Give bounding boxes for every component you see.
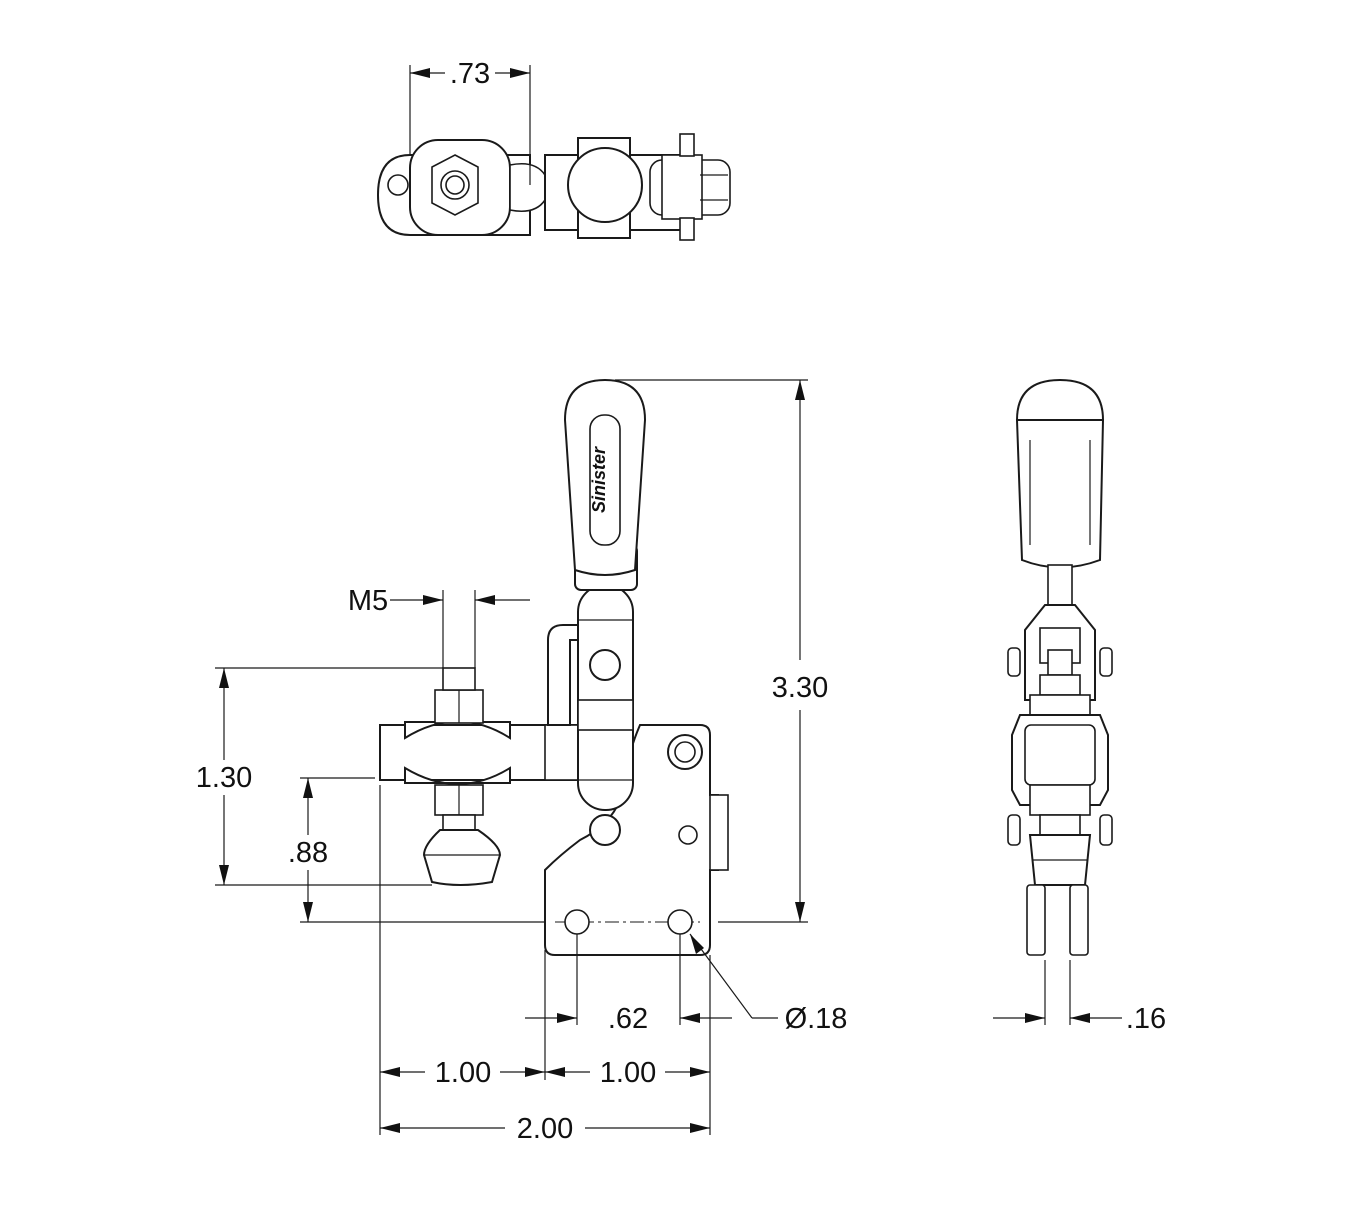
mounting-hole-left [564,909,590,935]
side-view-pin-left-lower [1007,814,1021,846]
side-view [1007,378,1113,956]
top-view-handle-knob [567,147,643,223]
front-view-handle-pin-lower [589,814,621,846]
dim-side-width: .16 [993,960,1166,1035]
front-view-arm-end [544,724,581,781]
dim-hole-spacing: .62 [525,934,732,1035]
side-view-pin-right-upper [1099,647,1113,677]
dim-side-width-label: .16 [1126,1003,1166,1035]
dim-reach-label: 1.00 [435,1057,491,1089]
dim-spindle-base: .88 [288,777,545,923]
side-view-lower-nut [1029,784,1091,816]
dim-hole-diameter-label: Ø.18 [785,1003,848,1035]
handle-logo: Sinister [589,446,609,513]
top-view-arm-hole [387,174,409,196]
top-view-pin-top [679,133,695,157]
mounting-hole-right [667,909,693,935]
top-view [376,133,731,241]
side-view-handle-top [1015,378,1105,421]
dim-base-width-label: 1.00 [600,1057,656,1089]
front-view-pivot-inner [674,741,696,763]
top-view-pin-bottom [679,217,695,241]
dim-spindle-height-label: 1.30 [196,762,252,794]
side-view-pin-left-upper [1007,647,1021,677]
dim-total-length-label: 2.00 [517,1113,573,1145]
dim-thread-label: M5 [348,585,388,617]
dim-hole-diameter: Ø.18 [689,933,848,1035]
side-view-handle-neck [1047,564,1073,606]
front-view-base [544,724,719,956]
front-view-stem-band [577,699,634,731]
front-view-spindle-bottom [442,814,476,831]
side-view-base-leg-right [1069,884,1089,956]
front-view-spindle-top [442,667,476,691]
top-view-link [509,162,546,213]
front-view-link-bar [547,624,581,726]
side-view-spindle-bottom [1039,814,1081,836]
front-view-base-tab [709,794,729,871]
front-view-handle-stem [577,584,634,811]
dim-spindle-height: 1.30 [196,667,443,886]
dim-top-width-label: .73 [450,58,490,90]
top-view-pivot-block [661,154,703,220]
dim-top-width: .73 [409,58,531,185]
dim-thread: M5 [348,585,530,668]
dim-overall-height-label: 3.30 [772,672,828,704]
front-view-small-hole [678,825,698,845]
side-view-spindle-top [1039,674,1081,696]
dim-hole-spacing-label: .62 [608,1003,648,1035]
top-view-spindle-inner [445,175,465,195]
side-view-clevis-pin [1047,649,1073,676]
front-view-spindle-tip [422,829,502,886]
front-view-handle-pin-upper [589,649,621,681]
side-view-base-leg-left [1026,884,1046,956]
handle-logo-plate [589,414,621,546]
side-view-pin-right-lower [1099,814,1113,846]
dim-overall-height: 3.30 [615,379,828,923]
dim-spindle-base-label: .88 [288,837,328,869]
side-view-arm-section [1024,724,1096,786]
front-view-lower-clamp [404,766,511,785]
front-view: Sinister [379,378,729,956]
dim-horizontal-chain: 1.00 1.00 2.00 [379,785,711,1145]
